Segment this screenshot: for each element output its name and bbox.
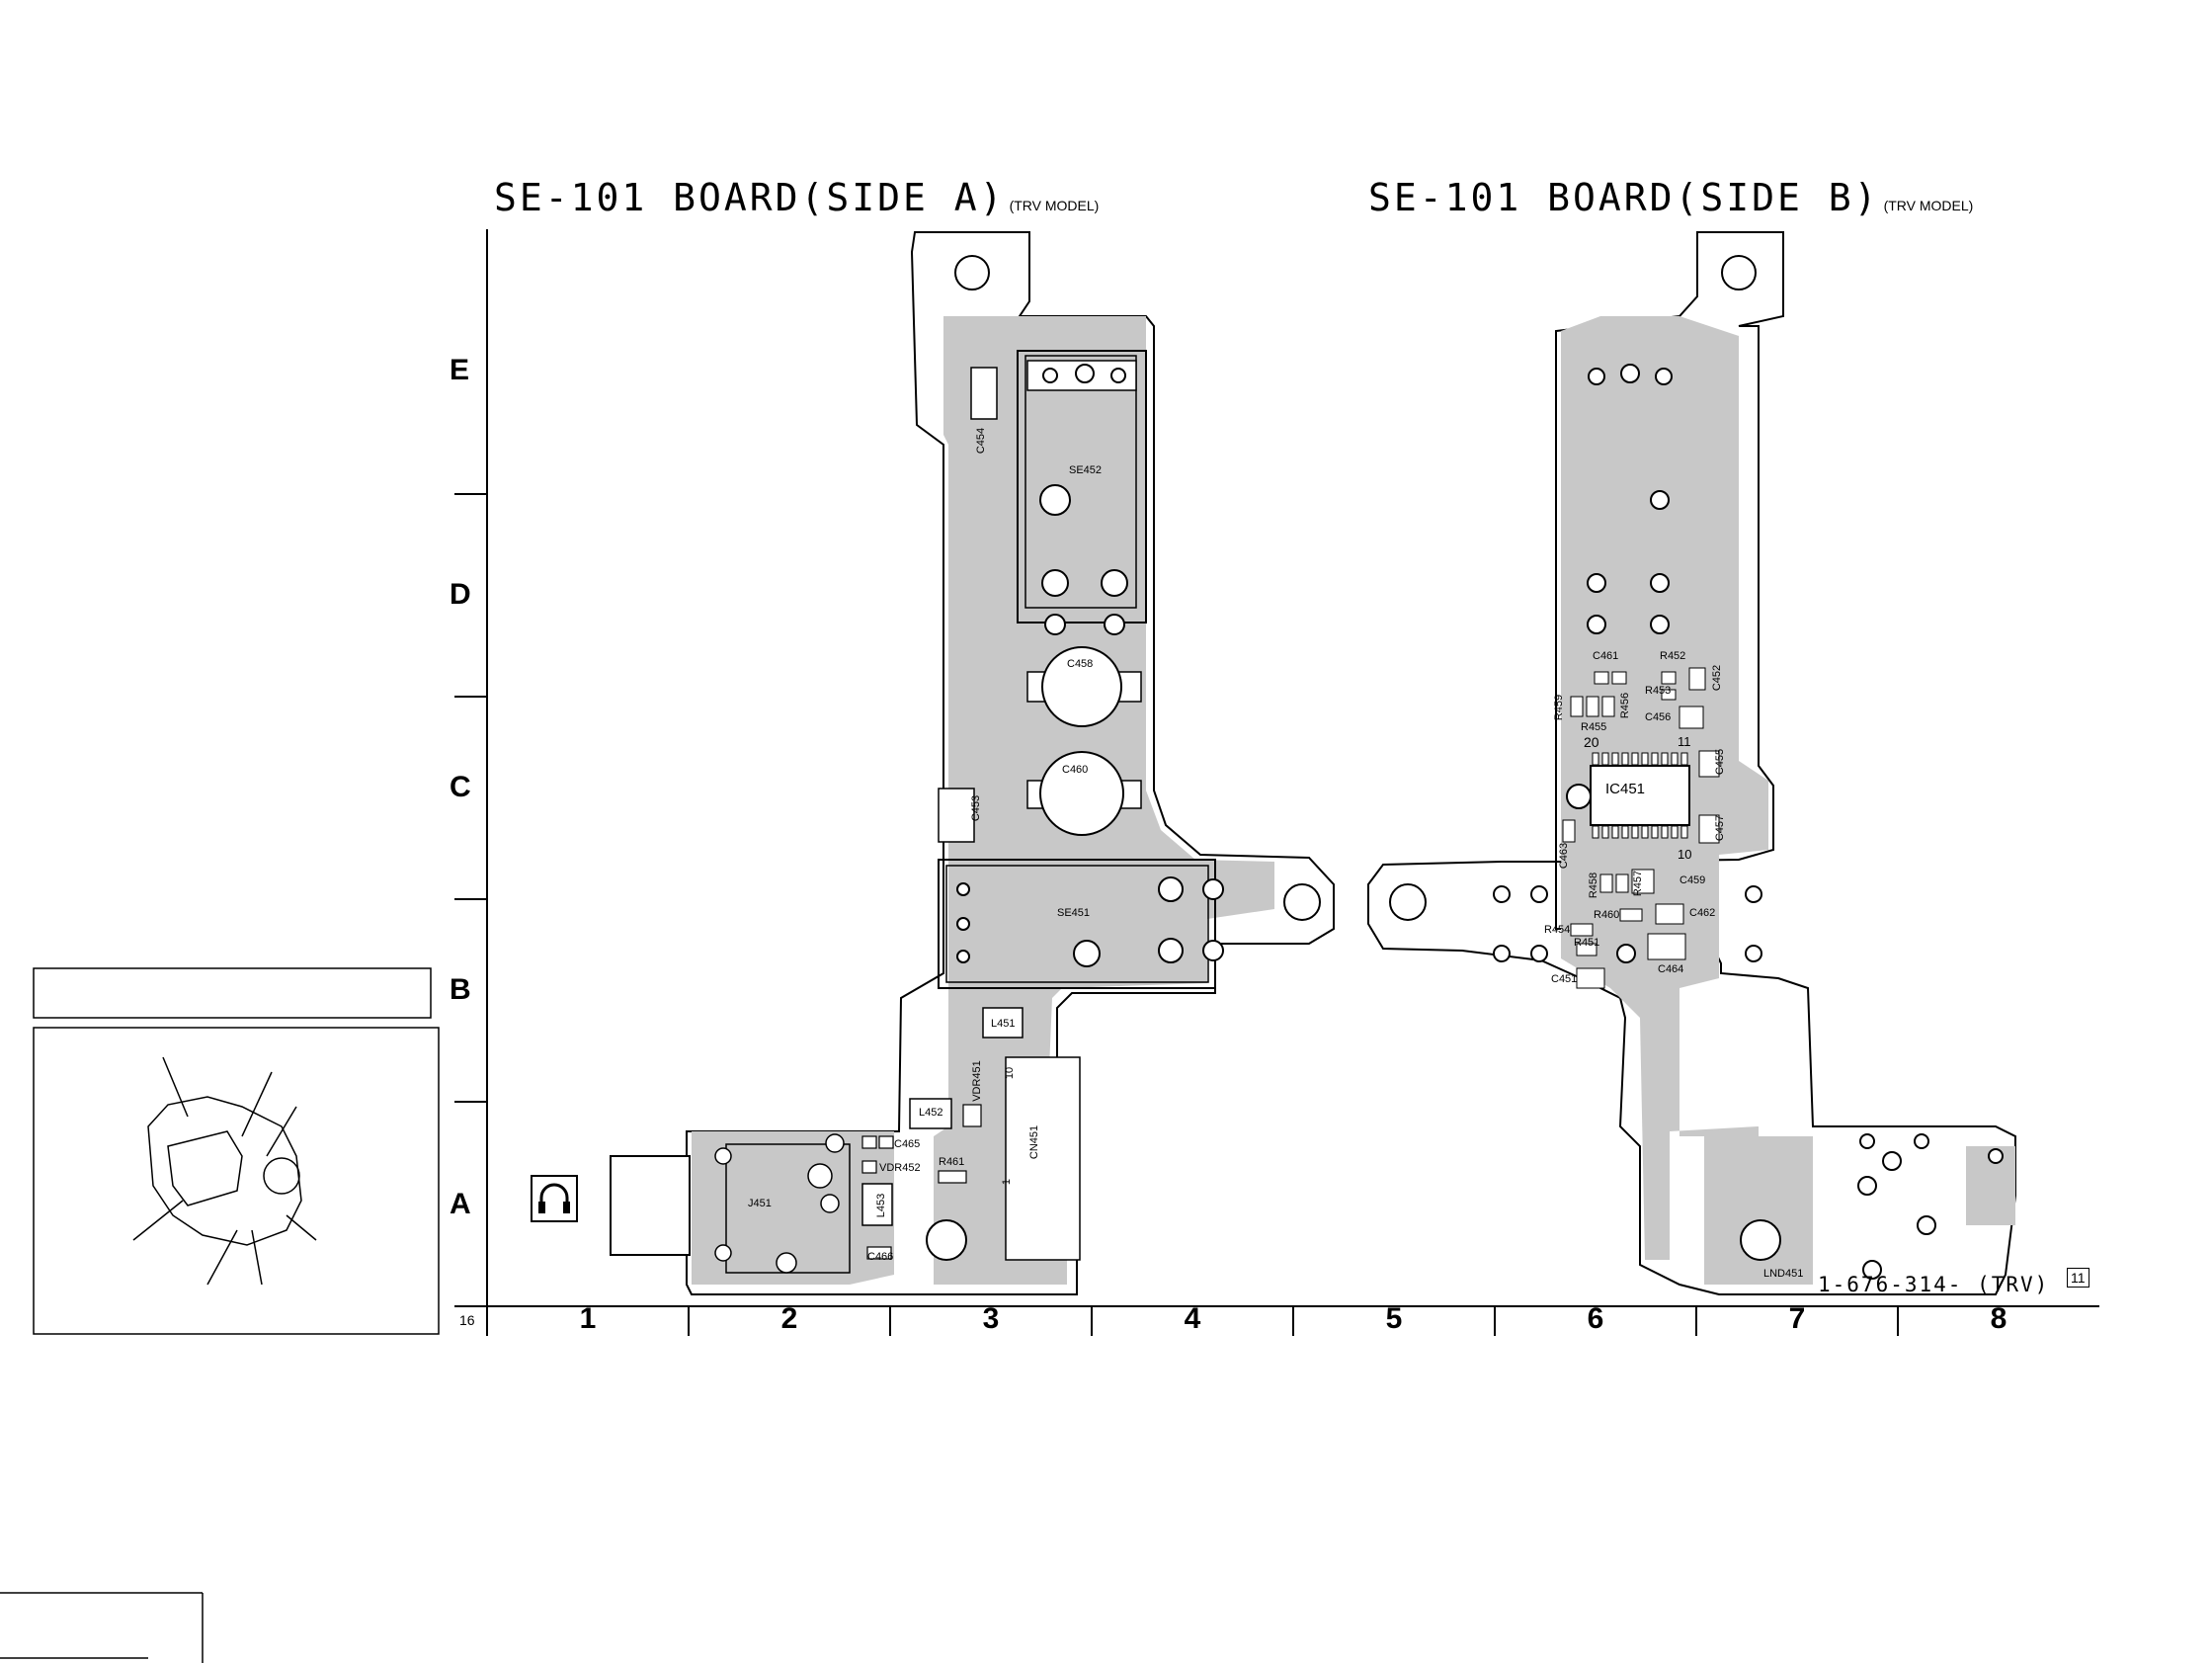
label-cn-pin1: 1 [1001,1178,1014,1186]
j451-plug [610,1155,691,1256]
label-se451: SE451 [1057,907,1091,919]
label-c463: C463 [1558,842,1571,870]
label-c460: C460 [1062,764,1089,776]
label-r456: R456 [1619,692,1632,719]
label-c454: C454 [975,427,988,455]
mount-hole-b-bottom [1740,1219,1781,1261]
label-ic-pin10: 10 [1678,847,1692,862]
mount-hole-a-right [1283,883,1321,921]
side-b-title: SE-101 BOARD(SIDE B)(TRV MODEL) [1368,176,1973,219]
revision-tag: 11 [2067,1268,2089,1288]
col-label-8: 8 [1990,1302,2007,1335]
grid-frame [454,229,2099,1336]
board-side-a [610,231,1335,1295]
label-c465: C465 [894,1138,921,1150]
mount-hole-b-top [1721,255,1757,291]
label-r460: R460 [1594,909,1620,921]
label-ic-pin20: 20 [1584,734,1599,750]
label-r461: R461 [939,1156,965,1168]
label-r454: R454 [1544,924,1571,936]
label-l452: L452 [919,1107,943,1119]
row-label-c: C [450,771,471,803]
label-vdr451: VDR451 [970,1060,983,1102]
label-r451: R451 [1574,937,1600,949]
label-c455: C455 [1714,748,1727,776]
col-label-2: 2 [780,1302,798,1335]
cn451-body [1005,1056,1081,1261]
label-c462: C462 [1689,907,1716,919]
mount-hole-a-bottom [926,1219,967,1261]
corner-frame [0,1592,204,1663]
label-ic451: IC451 [1605,781,1646,797]
label-r453: R453 [1645,685,1672,697]
label-c452: C452 [1711,664,1724,692]
label-se452: SE452 [1069,464,1103,476]
row-label-e: E [450,354,470,386]
location-inset [33,967,440,1335]
label-c461: C461 [1593,650,1619,662]
label-r457: R457 [1632,870,1645,897]
board-b-copper-top [1561,326,1739,568]
label-cn451: CN451 [1028,1124,1041,1160]
col-label-4: 4 [1184,1302,1201,1335]
side-a-title: SE-101 BOARD(SIDE A)(TRV MODEL) [494,176,1099,219]
se452-outline [1017,350,1147,624]
label-l453: L453 [875,1193,888,1218]
label-vdr452: VDR452 [879,1162,921,1174]
c454-body [970,367,998,420]
label-c451: C451 [1551,973,1578,985]
side-b-title-text: SE-101 BOARD(SIDE B) [1368,176,1880,219]
board-b-copper-bottom [1704,1136,1813,1285]
label-c459: C459 [1679,874,1706,886]
label-j451: J451 [748,1198,772,1209]
row-label-a: A [450,1188,471,1220]
label-c456: C456 [1645,711,1672,723]
label-lnd451: LND451 [1763,1268,1804,1280]
side-b-model: (TRV MODEL) [1883,198,1974,213]
side-a-title-text: SE-101 BOARD(SIDE A) [494,176,1006,219]
col-label-3: 3 [982,1302,1000,1335]
col-label-1: 1 [579,1302,597,1335]
row-label-b: B [450,973,471,1006]
label-c457: C457 [1714,814,1727,842]
l453-body [861,1183,893,1226]
part-number: 1-676-314- (TRV) [1818,1273,2050,1296]
label-l451: L451 [991,1018,1016,1030]
label-r455: R455 [1581,721,1607,733]
c460-body [1039,751,1124,836]
se452-inner [1024,355,1137,609]
c458-body [1041,646,1122,727]
board-b-copper-right [1966,1146,2015,1225]
label-c464: C464 [1658,963,1684,975]
label-r458: R458 [1588,872,1600,899]
col-label-6: 6 [1587,1302,1604,1335]
col-label-7: 7 [1788,1302,1806,1335]
label-c458: C458 [1067,658,1094,670]
col-label-5: 5 [1385,1302,1403,1335]
mount-hole-b-left [1389,883,1427,921]
c453-body [938,788,975,843]
label-c453: C453 [970,794,983,822]
l452-body [909,1098,952,1129]
label-cn-pin10: 10 [1004,1066,1017,1080]
board-side-b [1367,231,2016,1295]
label-r459: R459 [1553,694,1566,721]
page-number: 16 [459,1312,475,1328]
ic451-body [1590,765,1690,826]
label-ic-pin11: 11 [1678,734,1691,749]
headphone-icon [531,1175,578,1222]
ic451-pin1-mark [1566,784,1592,809]
label-r452: R452 [1660,650,1686,662]
row-label-d: D [450,578,471,611]
l451-body [982,1007,1024,1039]
mount-hole-a-top [954,255,990,291]
side-a-model: (TRV MODEL) [1009,198,1100,213]
se451-outline [938,859,1216,989]
label-c466: C466 [867,1251,894,1263]
